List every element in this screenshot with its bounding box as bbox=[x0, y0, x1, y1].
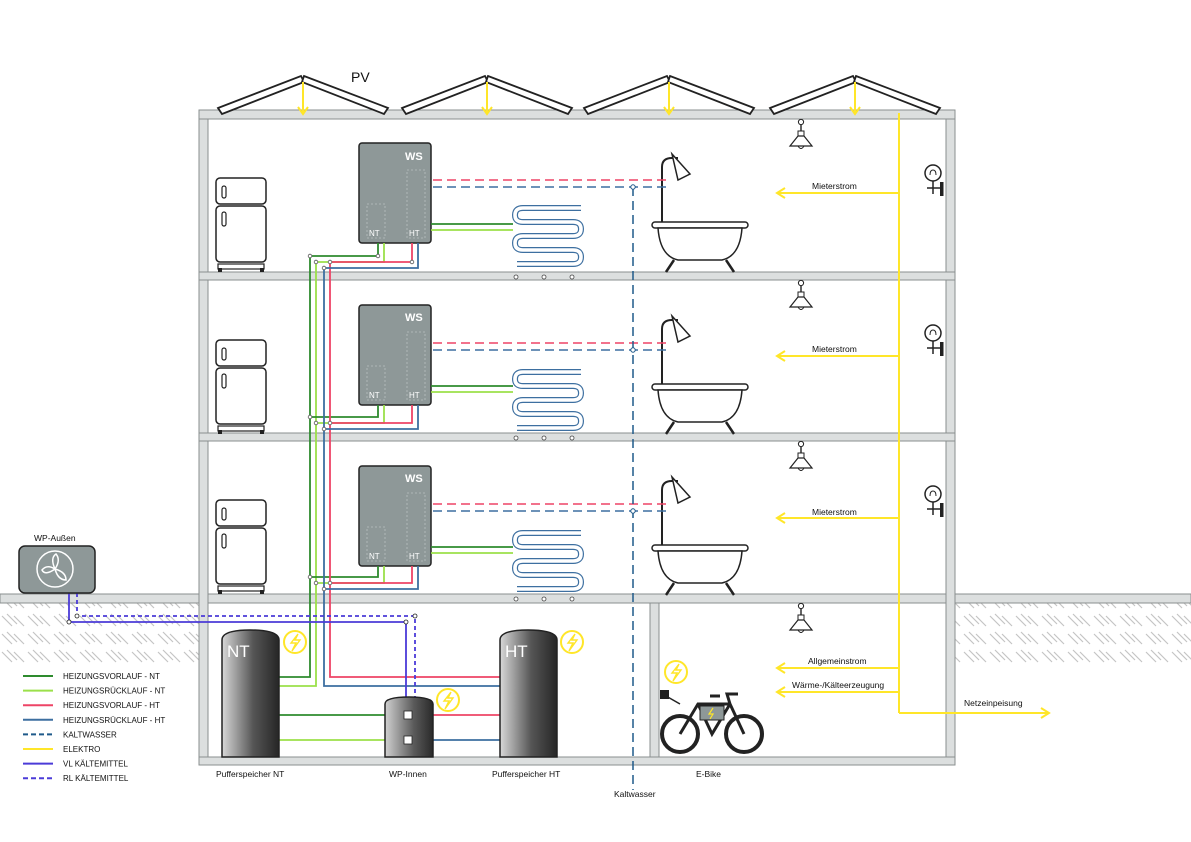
fridge-icon bbox=[215, 339, 267, 435]
bathtub-icon bbox=[650, 152, 750, 274]
pv-array: PV bbox=[216, 69, 942, 116]
wp-aussen-label: WP-Außen bbox=[34, 533, 76, 543]
legend-item: KALTWASSER bbox=[23, 730, 117, 739]
tank-ht: HT bbox=[499, 629, 584, 758]
pv-panel bbox=[768, 74, 942, 116]
allgemeinstrom-label: Allgemeinstrom bbox=[808, 656, 867, 666]
kaltwasser-label: Kaltwasser bbox=[614, 789, 656, 799]
floor-1: WS NT HT Mieterstrom bbox=[215, 440, 945, 597]
ws-label: WS bbox=[405, 473, 423, 485]
ceiling-lamp-icon bbox=[789, 279, 813, 311]
pufferspeicher-ht-label: Pufferspeicher HT bbox=[492, 769, 560, 779]
electric-lines bbox=[775, 113, 1051, 719]
ceiling-lamp-icon bbox=[789, 602, 813, 634]
wall-lamp-icon bbox=[924, 485, 945, 518]
building-structure bbox=[198, 109, 956, 766]
electric-flash-icon bbox=[560, 630, 584, 654]
legend-label: VL KÄLTEMITTEL bbox=[63, 760, 128, 769]
legend-label: HEIZUNGSVORLAUF - HT bbox=[63, 701, 160, 710]
tank-nt: NT bbox=[221, 629, 307, 758]
ceiling-lamp-icon bbox=[789, 440, 813, 472]
legend-item: HEIZUNGSRÜCKLAUF - NT bbox=[23, 687, 165, 696]
ws-label: WS bbox=[405, 312, 423, 324]
legend-label: ELEKTRO bbox=[63, 745, 100, 754]
legend-item: HEIZUNGSVORLAUF - HT bbox=[23, 701, 160, 710]
pufferspeicher-nt-label: Pufferspeicher NT bbox=[216, 769, 284, 779]
legend-label: HEIZUNGSRÜCKLAUF - NT bbox=[63, 687, 165, 696]
pv-panel bbox=[400, 74, 574, 116]
ws-ht-label: HT bbox=[409, 552, 420, 561]
heat-pump-outdoor: WP-Außen bbox=[18, 533, 96, 594]
radiator-icon bbox=[515, 533, 581, 589]
ws-ht-label: HT bbox=[409, 229, 420, 238]
ws-nt-label: NT bbox=[369, 552, 380, 561]
pv-label: PV bbox=[351, 69, 370, 85]
ceiling-lamp-icon bbox=[789, 118, 813, 150]
bathtub-icon bbox=[650, 475, 750, 597]
ebike-label: E-Bike bbox=[696, 769, 721, 779]
heat-exchanger-station: WS NT HT bbox=[358, 304, 432, 406]
legend-label: KALTWASSER bbox=[63, 730, 117, 739]
kaltwasser-line: Kaltwasser bbox=[614, 184, 656, 799]
mieterstrom-label: Mieterstrom bbox=[812, 181, 857, 191]
floor-3: WS NT HT Mieterstrom bbox=[215, 118, 945, 274]
fridge-icon bbox=[215, 177, 267, 273]
legend-item: RL KÄLTEMITTEL bbox=[23, 774, 129, 783]
waerme-kaelte-label: Wärme-/Kälteerzeugung bbox=[792, 680, 884, 690]
radiator-icon bbox=[515, 372, 581, 428]
tank-ht-label: HT bbox=[505, 642, 528, 661]
legend-label: HEIZUNGSVORLAUF - NT bbox=[63, 672, 160, 681]
legend-label: HEIZUNGSRÜCKLAUF - HT bbox=[63, 716, 165, 725]
legend-item: VL KÄLTEMITTEL bbox=[23, 760, 128, 769]
ws-ht-label: HT bbox=[409, 391, 420, 400]
wall-lamp-icon bbox=[924, 164, 945, 197]
legend-item: ELEKTRO bbox=[23, 745, 100, 754]
legend-item: HEIZUNGSRÜCKLAUF - HT bbox=[23, 716, 165, 725]
ground bbox=[0, 593, 1191, 663]
refrigerant-lines bbox=[66, 593, 418, 700]
ebike-icon bbox=[660, 660, 764, 754]
radiator-icon bbox=[515, 208, 581, 264]
wp-innen-label: WP-Innen bbox=[389, 769, 427, 779]
ws-nt-label: NT bbox=[369, 391, 380, 400]
netzeinspeisung-label: Netzeinpeisung bbox=[964, 698, 1023, 708]
pipe-joints bbox=[307, 253, 415, 592]
mieterstrom-label: Mieterstrom bbox=[812, 507, 857, 517]
ws-nt-label: NT bbox=[369, 229, 380, 238]
legend-label: RL KÄLTEMITTEL bbox=[63, 774, 129, 783]
fan-icon bbox=[41, 553, 67, 581]
wall-lamp-icon bbox=[924, 324, 945, 357]
fridge-icon bbox=[215, 499, 267, 595]
heat-pump-indoor bbox=[384, 688, 460, 758]
hot-water-lines bbox=[433, 179, 666, 512]
floor-dots bbox=[513, 274, 575, 602]
legend-item: HEIZUNGSVORLAUF - NT bbox=[23, 672, 160, 681]
ws-label: WS bbox=[405, 151, 423, 163]
electric-flash-icon bbox=[283, 630, 307, 654]
legend: HEIZUNGSVORLAUF - NT HEIZUNGSRÜCKLAUF - N… bbox=[23, 672, 165, 783]
electric-flash-icon bbox=[436, 688, 460, 712]
bathtub-icon bbox=[650, 314, 750, 436]
heat-exchanger-station: WS NT HT bbox=[358, 142, 432, 244]
tank-nt-label: NT bbox=[227, 642, 250, 661]
mieterstrom-label: Mieterstrom bbox=[812, 344, 857, 354]
pv-arrows bbox=[297, 82, 861, 116]
floor-2: WS NT HT Mieterstrom bbox=[215, 279, 945, 436]
heat-exchanger-station: WS NT HT bbox=[358, 465, 432, 567]
